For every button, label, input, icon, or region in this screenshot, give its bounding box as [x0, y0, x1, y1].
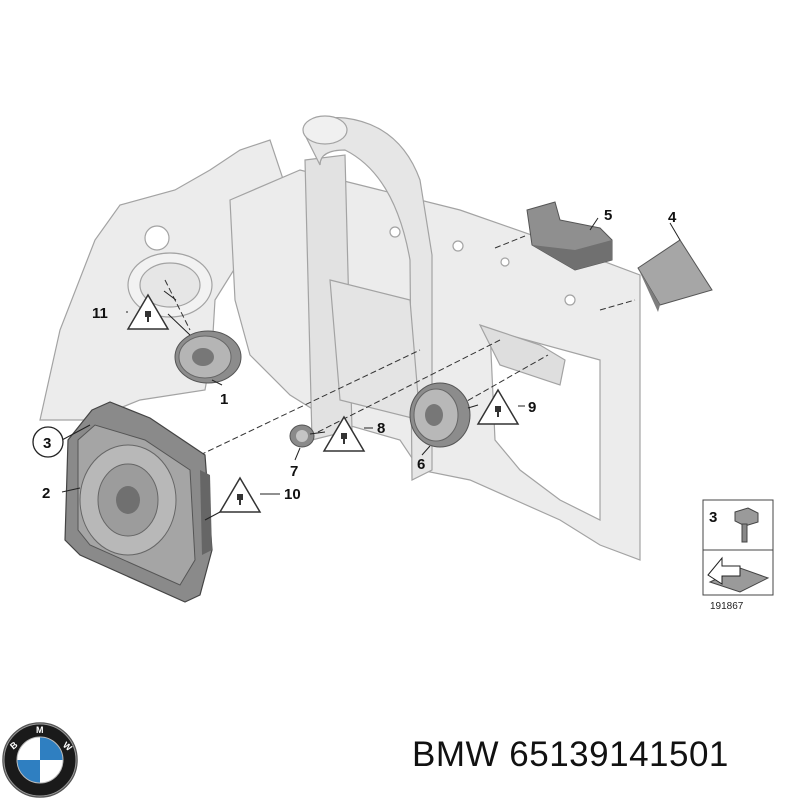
callout-10: 10	[284, 486, 301, 503]
callout-11: 11	[92, 305, 108, 322]
warning-triangle-11	[126, 293, 170, 330]
brand-name: BMW	[412, 735, 500, 774]
callout-6: 6	[417, 456, 425, 473]
foam-block-5	[526, 201, 613, 271]
warning-triangle-10	[218, 476, 262, 513]
arrow-plate-icon	[707, 556, 770, 593]
callout-5: 5	[604, 207, 612, 224]
svg-text:M: M	[36, 725, 44, 735]
callout-3-circle	[32, 426, 64, 458]
warning-triangle-9	[476, 388, 520, 425]
callout-3: 3	[43, 435, 51, 452]
callout-7: 7	[290, 463, 298, 480]
bmw-roundel-icon: B M W	[2, 722, 78, 798]
leader-lines	[164, 235, 636, 456]
callout-1: 1	[220, 391, 228, 408]
subwoofer-2	[64, 401, 213, 603]
speaker-1	[174, 330, 242, 384]
warning-triangle-8	[322, 415, 366, 452]
callout-8: 8	[377, 420, 385, 437]
tweeter-7	[289, 424, 315, 448]
part-number-caption: BMW 65139141501	[412, 735, 729, 775]
speaker-6	[409, 382, 471, 448]
svg-text:B: B	[8, 739, 20, 751]
wedge-block-4	[637, 239, 713, 312]
bolt-icon	[734, 507, 759, 543]
drawing-number: 191867	[710, 601, 744, 612]
callout-lines	[61, 217, 681, 521]
inset-box: 3 191867	[702, 499, 774, 612]
callout-4: 4	[668, 209, 677, 226]
callout-9: 9	[528, 399, 536, 416]
part-number: 65139141501	[509, 735, 729, 774]
callout-2: 2	[42, 485, 50, 502]
inset-callout-3: 3	[709, 509, 717, 526]
